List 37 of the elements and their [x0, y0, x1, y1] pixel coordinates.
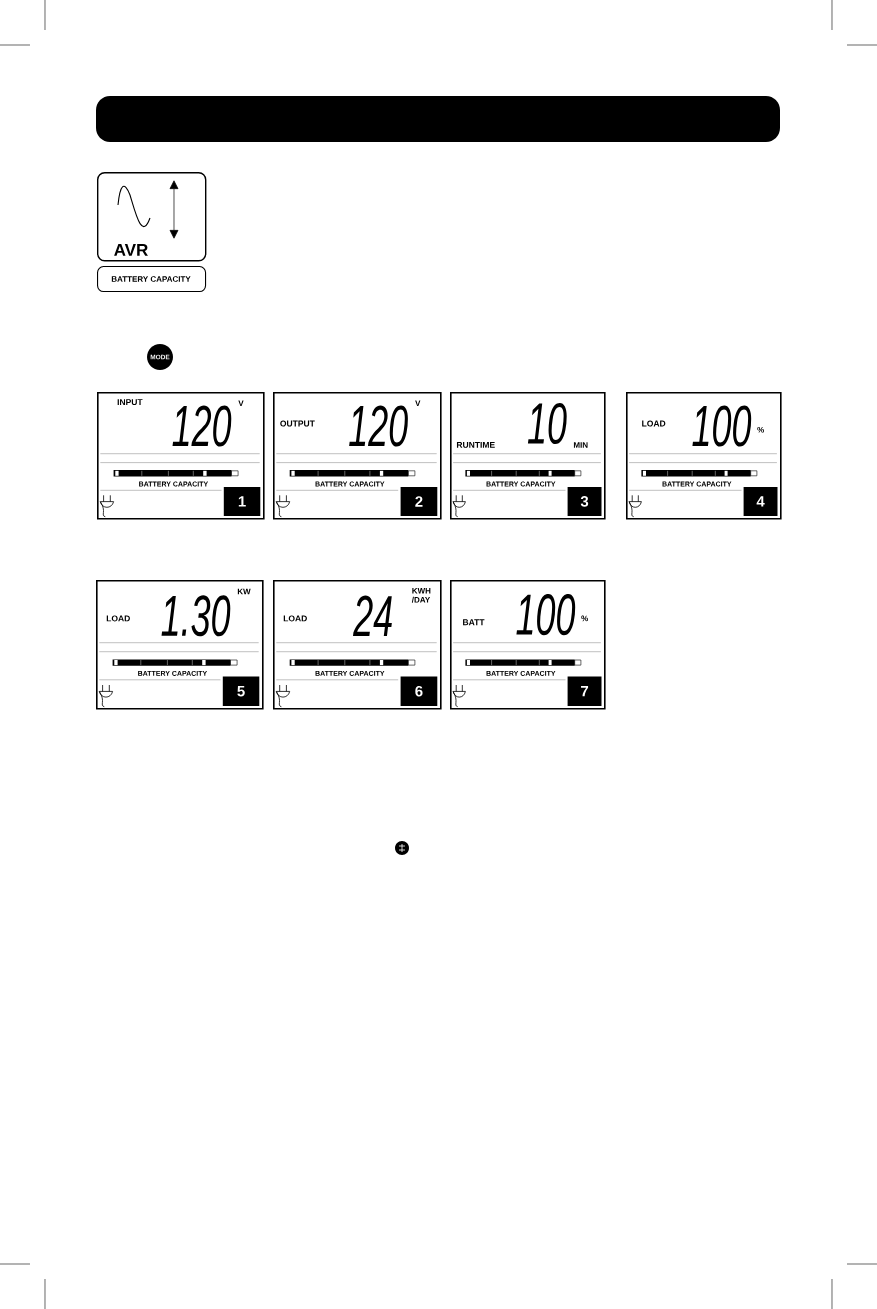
unit-label: %: [757, 427, 764, 433]
display-label: LOAD: [283, 615, 307, 622]
lcd-display: [626, 392, 782, 520]
unit-label: KWH /DAY: [411, 588, 431, 603]
avr-indicator: AVR: [97, 172, 207, 262]
digit-readout: 1.30: [161, 595, 231, 637]
lcd-display: [273, 392, 442, 520]
battery-capacity-indicator: BATTERY CAPACITY: [97, 266, 207, 293]
number-badge: 1: [223, 486, 261, 516]
digit-readout: 120: [349, 405, 408, 447]
digit-readout: 100: [692, 405, 752, 447]
unit-label: MIN: [573, 442, 588, 448]
display-label: OUTPUT: [280, 420, 315, 427]
unit-label: V: [415, 400, 421, 407]
display-label: RUNTIME: [456, 441, 495, 448]
lcd-display: [450, 580, 606, 710]
display-label: LOAD: [642, 420, 666, 427]
display-label: LOAD: [106, 615, 130, 622]
lcd-display: [97, 392, 265, 520]
unit-label: KW: [237, 588, 251, 595]
digit-readout: 24: [353, 595, 392, 637]
number-badge: 2: [400, 486, 438, 516]
display-label: BATT: [463, 619, 485, 626]
digit-readout: 10: [527, 403, 567, 445]
unit-label: %: [581, 615, 588, 622]
number-badge: 6: [400, 676, 438, 706]
number-badge: 5: [222, 676, 260, 706]
lcd-display: [450, 392, 606, 520]
number-badge: 4: [743, 486, 778, 516]
number-badge: 3: [567, 486, 602, 516]
lcd-display: [96, 580, 264, 710]
number-badge: 7: [567, 676, 602, 706]
lcd-display: [273, 580, 442, 710]
digit-readout: 100: [516, 594, 576, 636]
unit-label: V: [238, 400, 244, 407]
digit-readout: 120: [172, 405, 232, 447]
display-label: INPUT: [117, 399, 143, 406]
